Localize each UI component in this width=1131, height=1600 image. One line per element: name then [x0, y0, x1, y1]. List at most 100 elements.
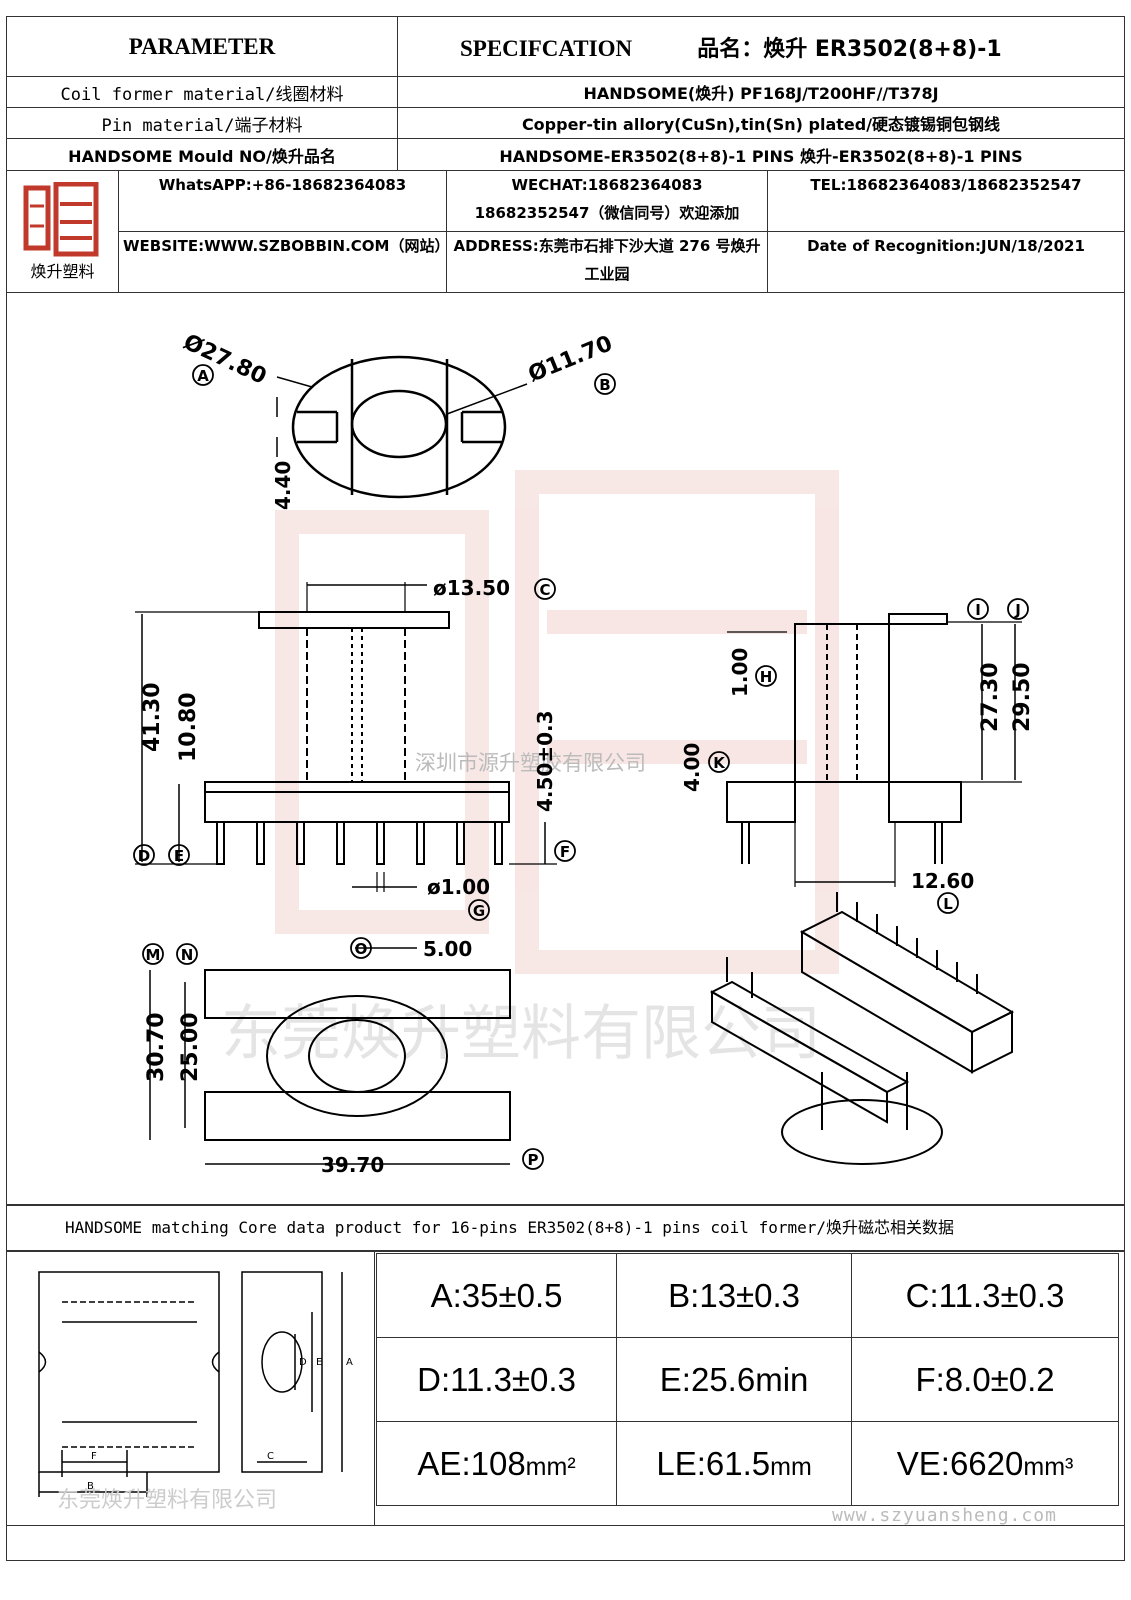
bottom-view	[204, 969, 511, 1141]
dim-C-text: ø13.50	[433, 576, 510, 600]
callout-A: A	[192, 364, 214, 386]
parameter-heading: PARAMETER	[6, 16, 398, 77]
footer-website: www.szyuansheng.com	[832, 1505, 1057, 1526]
spec-heading-cell: SPECIFCATION 品名：焕升 ER3502(8+8)-1	[397, 16, 1125, 77]
callout-G: G	[468, 899, 490, 921]
core-dim-f: F:8.0±0.2	[851, 1337, 1119, 1422]
callout-B: B	[594, 373, 616, 395]
date-of-recognition: Date of Recognition:JUN/18/2021	[767, 231, 1125, 293]
watermark-company-2: 东莞焕升塑料有限公司	[221, 999, 821, 1069]
core-dim-e: E:25.6min	[616, 1337, 853, 1422]
callout-D: D	[133, 844, 155, 866]
dim-O-text: 5.00	[423, 937, 472, 961]
callout-labels: A B C D E F G H I J K L M N O P	[133, 364, 1029, 1170]
svg-text:J: J	[1014, 601, 1021, 619]
svg-text:D: D	[138, 847, 150, 865]
svg-text:P: P	[528, 1151, 539, 1169]
svg-text:L: L	[943, 895, 953, 913]
core-dimensions-table: A:35±0.5 B:13±0.3 C:11.3±0.3 D:11.3±0.3 …	[375, 1253, 1119, 1506]
address: ADDRESS:东莞市石排下沙大道 276 号焕升工业园	[446, 231, 768, 293]
core-label-f: F	[91, 1451, 97, 1462]
callout-J: J	[1007, 598, 1029, 620]
callout-P: P	[522, 1148, 544, 1170]
core-label-b: B	[87, 1481, 94, 1492]
dim-4130-text: 41.30	[140, 682, 165, 752]
row-label-coil-material: Coil former material/线圈材料	[6, 76, 398, 108]
row-value-mould-no: HANDSOME-ER3502(8+8)-1 PINS 焕升-ER3502(8+…	[397, 138, 1125, 171]
handsome-logo-icon	[23, 181, 98, 257]
core-label-c: C	[267, 1451, 274, 1462]
core-diagram: D E A F B C 东莞焕升塑料有限公司	[7, 1252, 375, 1525]
core-watermark: 东莞焕升塑料有限公司	[57, 1488, 277, 1513]
front-view	[204, 611, 510, 823]
isometric-view	[709, 892, 1015, 1165]
svg-text:C: C	[539, 581, 550, 599]
dim-440-text: 4.40	[271, 461, 295, 510]
svg-text:O: O	[355, 940, 368, 958]
svg-text:E: E	[174, 847, 184, 865]
wechat-cell: WECHAT:18682364083 18682352547（微信同号）欢迎添加	[446, 170, 768, 232]
row-label-mould-no: HANDSOME Mould NO/焕升品名	[6, 138, 398, 171]
dim-2950-text: 29.50	[1010, 662, 1035, 732]
row-value-coil-material: HANDSOME(焕升) PF168J/T200HF//T378J	[397, 76, 1125, 108]
spec-heading: SPECIFCATION	[460, 35, 633, 61]
core-ae: AE:108mm²	[375, 1421, 618, 1506]
callout-F: F	[554, 840, 576, 862]
svg-text:G: G	[473, 902, 485, 920]
callout-L: L	[937, 892, 959, 914]
core-data-section: D E A F B C 东莞焕升塑料有限公司	[6, 1251, 1125, 1526]
svg-text:A: A	[197, 367, 209, 385]
svg-text:I: I	[975, 601, 981, 619]
dim-2500-text: 25.00	[178, 1012, 203, 1082]
core-ve: VE:6620mm³	[851, 1421, 1119, 1506]
watermark-logo	[275, 470, 839, 974]
front-pins	[216, 821, 503, 865]
core-diagram-svg: D E A F B C 东莞焕升塑料有限公司	[38, 1271, 353, 1513]
tel: TEL:18682364083/18682352547	[767, 170, 1125, 232]
core-dim-b: B:13±0.3	[616, 1253, 853, 1338]
dim-1080-text: 10.80	[176, 692, 201, 762]
product-name: 品名：焕升 ER3502(8+8)-1	[697, 36, 1002, 62]
core-data-caption: HANDSOME matching Core data product for …	[6, 1205, 1125, 1251]
dim-H-text: 1.00	[728, 648, 752, 697]
row-label-pin-material: Pin material/端子材料	[6, 107, 398, 139]
callout-O: O	[350, 937, 372, 959]
callout-M: M	[142, 943, 164, 965]
logo-cell: 焕升塑料	[6, 170, 119, 293]
contact-table: 焕升塑料 WhatsAPP:+86-18682364083 WECHAT:186…	[6, 170, 1125, 293]
core-label-d: D	[299, 1357, 307, 1368]
side-view	[726, 613, 962, 864]
core-label-e: E	[316, 1357, 322, 1368]
svg-text:M: M	[146, 946, 161, 964]
dim-A-text: Ø27.80	[179, 330, 270, 390]
parameter-table: PARAMETER SPECIFCATION 品名：焕升 ER3502(8+8)…	[6, 16, 1125, 171]
svg-text:K: K	[713, 754, 726, 772]
dim-K-text: 4.00	[680, 743, 704, 792]
svg-text:F: F	[560, 843, 570, 861]
dim-G-text: ø1.00	[427, 875, 490, 899]
svg-text:H: H	[760, 668, 773, 686]
drawing-svg: 深圳市源升塑胶有限公司 东莞焕升塑料有限公司 Ø27.80 Ø11.70 4.4…	[133, 330, 1035, 1177]
dim-L-text: 12.60	[911, 869, 974, 893]
wechat-line2: 18682352547（微信同号）欢迎添加	[474, 204, 740, 222]
callout-I: I	[967, 598, 989, 620]
dim-2730-text: 27.30	[978, 662, 1003, 732]
callout-N: N	[176, 943, 198, 965]
wechat-line1: WECHAT:18682364083	[511, 176, 703, 194]
watermark-company-1: 深圳市源升塑胶有限公司	[415, 751, 646, 775]
callout-C: C	[534, 578, 556, 600]
core-label-a: A	[346, 1357, 353, 1368]
row-value-pin-material: Copper-tin allory(CuSn),tin(Sn) plated/硬…	[397, 107, 1125, 139]
svg-text:B: B	[599, 376, 610, 394]
callout-E: E	[168, 844, 190, 866]
core-le: LE:61.5mm	[616, 1421, 853, 1506]
technical-drawing: 深圳市源升塑胶有限公司 东莞焕升塑料有限公司 Ø27.80 Ø11.70 4.4…	[6, 292, 1125, 1205]
whatsapp: WhatsAPP:+86-18682364083	[118, 170, 447, 232]
dim-450-text: 4.50±0.3	[533, 710, 557, 812]
core-dim-d: D:11.3±0.3	[375, 1337, 618, 1422]
core-dim-a: A:35±0.5	[375, 1253, 618, 1338]
logo-text: 焕升塑料	[30, 262, 95, 281]
callout-H: H	[755, 665, 777, 687]
callout-K: K	[708, 751, 730, 773]
website[interactable]: WEBSITE:WWW.SZBOBBIN.COM（网站）	[118, 231, 449, 293]
